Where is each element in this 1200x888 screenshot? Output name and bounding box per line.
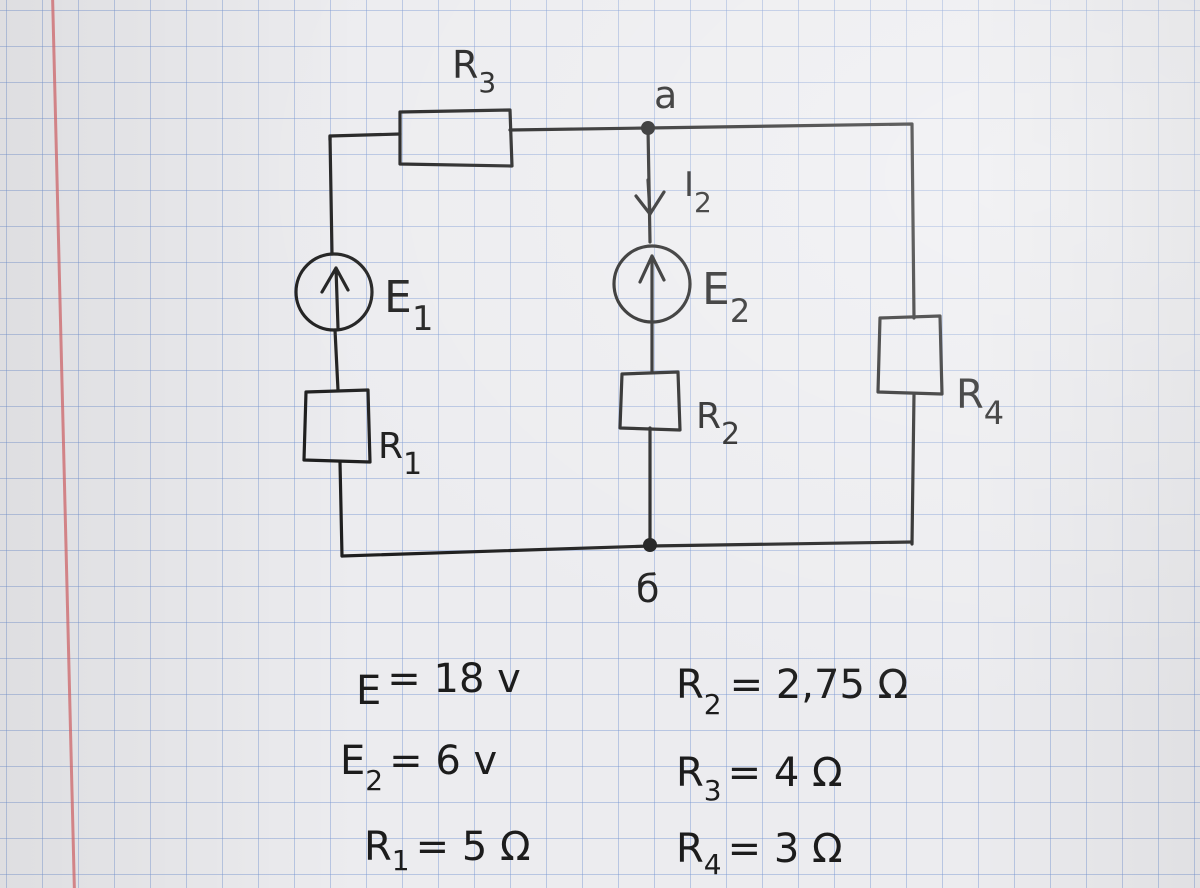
current-arrow-i2 — [634, 178, 666, 216]
wire-top-right — [646, 122, 916, 320]
label-e1: E1 — [384, 272, 433, 339]
source-e1-arrow — [320, 266, 350, 330]
source-e1-circle — [294, 252, 374, 332]
wire-left-mid — [333, 328, 340, 392]
wire-top-left — [328, 132, 402, 142]
label-r3: R3 — [452, 43, 496, 99]
wire-top-mid — [508, 126, 650, 132]
label-r4: R4 — [956, 372, 1004, 432]
given-r1: R1= 5 Ω — [364, 824, 531, 877]
wire-left-upper — [328, 134, 334, 256]
resistor-r1 — [302, 388, 372, 464]
source-e2-circle — [612, 244, 692, 324]
wire-left-lower — [338, 460, 344, 558]
wire-bottom — [340, 540, 914, 558]
resistor-r2 — [618, 370, 682, 432]
label-r2: R2 — [696, 396, 740, 452]
label-e2: E2 — [702, 264, 750, 330]
source-e2-arrow — [638, 254, 666, 322]
node-label-b: б — [636, 567, 659, 611]
wire-right-lower — [910, 392, 916, 546]
node-label-a: a — [654, 73, 677, 117]
given-e1: E= 18 v — [356, 656, 521, 714]
label-i2: I2 — [684, 165, 712, 219]
given-r3: R3= 4 Ω — [676, 750, 843, 807]
node-a-dot — [641, 121, 655, 135]
node-b-dot — [643, 538, 657, 552]
resistor-r3 — [398, 108, 514, 168]
given-r4: R4= 3 Ω — [676, 826, 843, 881]
given-e2: E2= 6 v — [340, 738, 497, 797]
label-r1: R1 — [378, 426, 422, 482]
resistor-r4 — [876, 314, 944, 396]
given-r2: R2= 2,75 Ω — [676, 662, 908, 721]
